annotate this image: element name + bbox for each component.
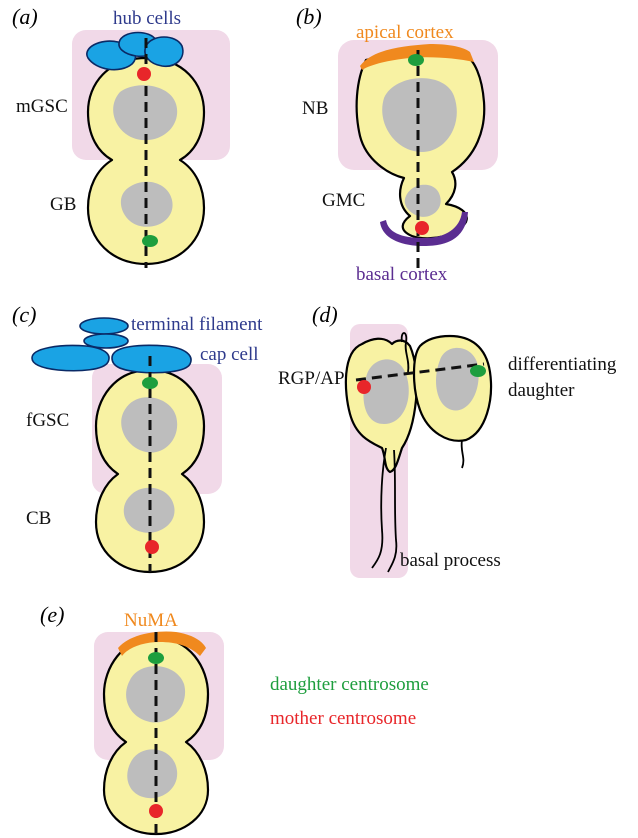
terminal-filament-cell-1 [79,317,129,335]
panel-letter-b: (b) [296,4,322,29]
label-hub-cells: hub cells [113,8,181,29]
panel-letter-d: (d) [312,302,338,327]
nucleus-stem-a [113,85,178,141]
nucleus-rgp-ap-d [363,359,409,424]
label-cap-cell: cap cell [200,344,259,365]
hub-cell-3 [144,36,184,68]
panel-c: (c) terminal filament cap cell fGSC CB [12,302,263,574]
daughter-centrosome-b [408,54,424,66]
apical-process-d [400,332,410,373]
label-gb: GB [50,194,76,215]
nucleus-daughter-c [123,487,175,533]
daughter-centrosome-c [142,377,158,389]
mother-centrosome-b [415,221,429,235]
mother-centrosome-a [137,67,151,81]
label-mgsc: mGSC [16,96,68,117]
label-rgp-ap: RGP/AP [278,368,345,389]
panel-b: (b) apical cortex NB GMC basal cortex [296,4,498,285]
mother-centrosome-c [145,540,159,554]
cap-cell-1 [31,344,110,372]
basal-cortex-crescent [380,212,468,246]
basal-process-d [371,447,398,573]
division-axis-d [355,362,485,382]
label-basal-process: basal process [400,550,501,571]
daughter-centrosome-d [470,365,486,377]
mother-centrosome-e [149,804,163,818]
panel-letter-c: (c) [12,302,36,327]
nucleus-daughter-b [404,184,441,217]
label-terminal-filament: terminal filament [131,314,263,335]
daughter-centrosome-a [142,235,158,247]
nucleus-stem-b [382,78,457,152]
panel-d: (d) RGP/AP differentiating daughter basa… [278,302,617,578]
label-apical-cortex: apical cortex [356,22,454,43]
numa-crescent [118,631,206,656]
label-nb: NB [302,98,328,119]
label-gmc: GMC [322,190,365,211]
label-fgsc: fGSC [26,410,69,431]
panel-a: (a) hub cells mGSC GB [12,4,230,268]
terminal-filament-cell-2 [83,333,129,349]
panel-e: (e) NuMA [40,602,224,838]
label-cb: CB [26,508,51,529]
panel-letter-e: (e) [40,602,64,627]
label-daughter-d: daughter [508,380,575,401]
daughter-centrosome-e [148,652,164,664]
panel-letter-a: (a) [12,4,38,29]
nucleus-daughter-e [127,749,178,799]
legend-daughter-centrosome: daughter centrosome [270,674,429,695]
label-basal-cortex: basal cortex [356,264,448,285]
daughter-process-d [460,439,465,469]
label-numa: NuMA [124,610,178,631]
label-differentiating: differentiating [508,354,617,375]
mother-centrosome-d [357,380,371,394]
nucleus-daughter-d [436,347,479,411]
legend: daughter centrosome mother centrosome [270,674,429,729]
legend-mother-centrosome: mother centrosome [270,708,416,729]
nucleus-stem-e [126,666,186,723]
